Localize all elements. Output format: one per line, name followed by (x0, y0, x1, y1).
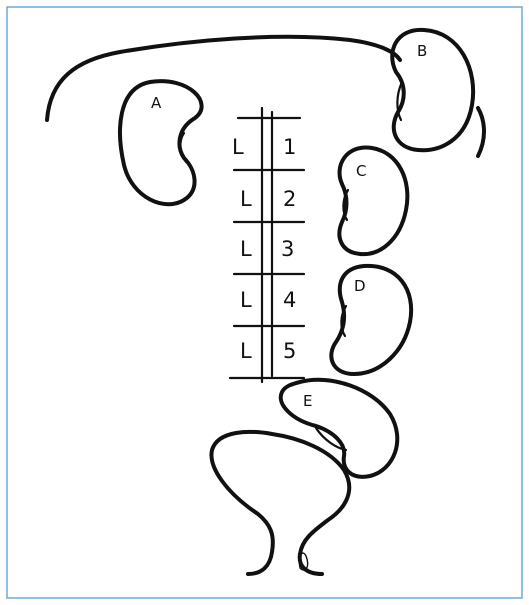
kidney-a-label: A (151, 94, 162, 112)
kidney-e-label: E (303, 392, 312, 410)
vertebra-l5-number: 5 (283, 339, 296, 363)
bladder (211, 432, 349, 574)
vertebra-l4: L 4 (240, 288, 296, 312)
vertebra-l1-letter: L (232, 135, 244, 159)
arch-curve (47, 37, 400, 120)
kidney-c: C (339, 148, 407, 255)
diagram-border (7, 7, 522, 598)
vertebra-l5-letter: L (240, 339, 252, 363)
kidney-d-label: D (354, 277, 366, 295)
vertebra-l1: L 1 (232, 135, 296, 159)
vertebra-l3-letter: L (240, 237, 252, 261)
tail-curve-b (478, 108, 484, 156)
vertebra-l1-number: 1 (283, 135, 296, 159)
kidney-d: D (331, 266, 411, 374)
vertebra-l4-number: 4 (283, 288, 296, 312)
kidney-b: B (392, 30, 473, 150)
vertebra-l3-number: 3 (281, 237, 294, 261)
kidney-b-label: B (417, 42, 427, 60)
kidney-a: A (120, 81, 202, 204)
vertebra-l2-number: 2 (283, 187, 296, 211)
vertebra-l3: L 3 (240, 237, 294, 261)
vertebra-l2-letter: L (240, 187, 252, 211)
vertebra-l5: L 5 (240, 339, 296, 363)
kidney-c-label: C (356, 162, 366, 180)
vertebra-l4-letter: L (240, 288, 252, 312)
vertebra-l2: L 2 (240, 187, 296, 211)
